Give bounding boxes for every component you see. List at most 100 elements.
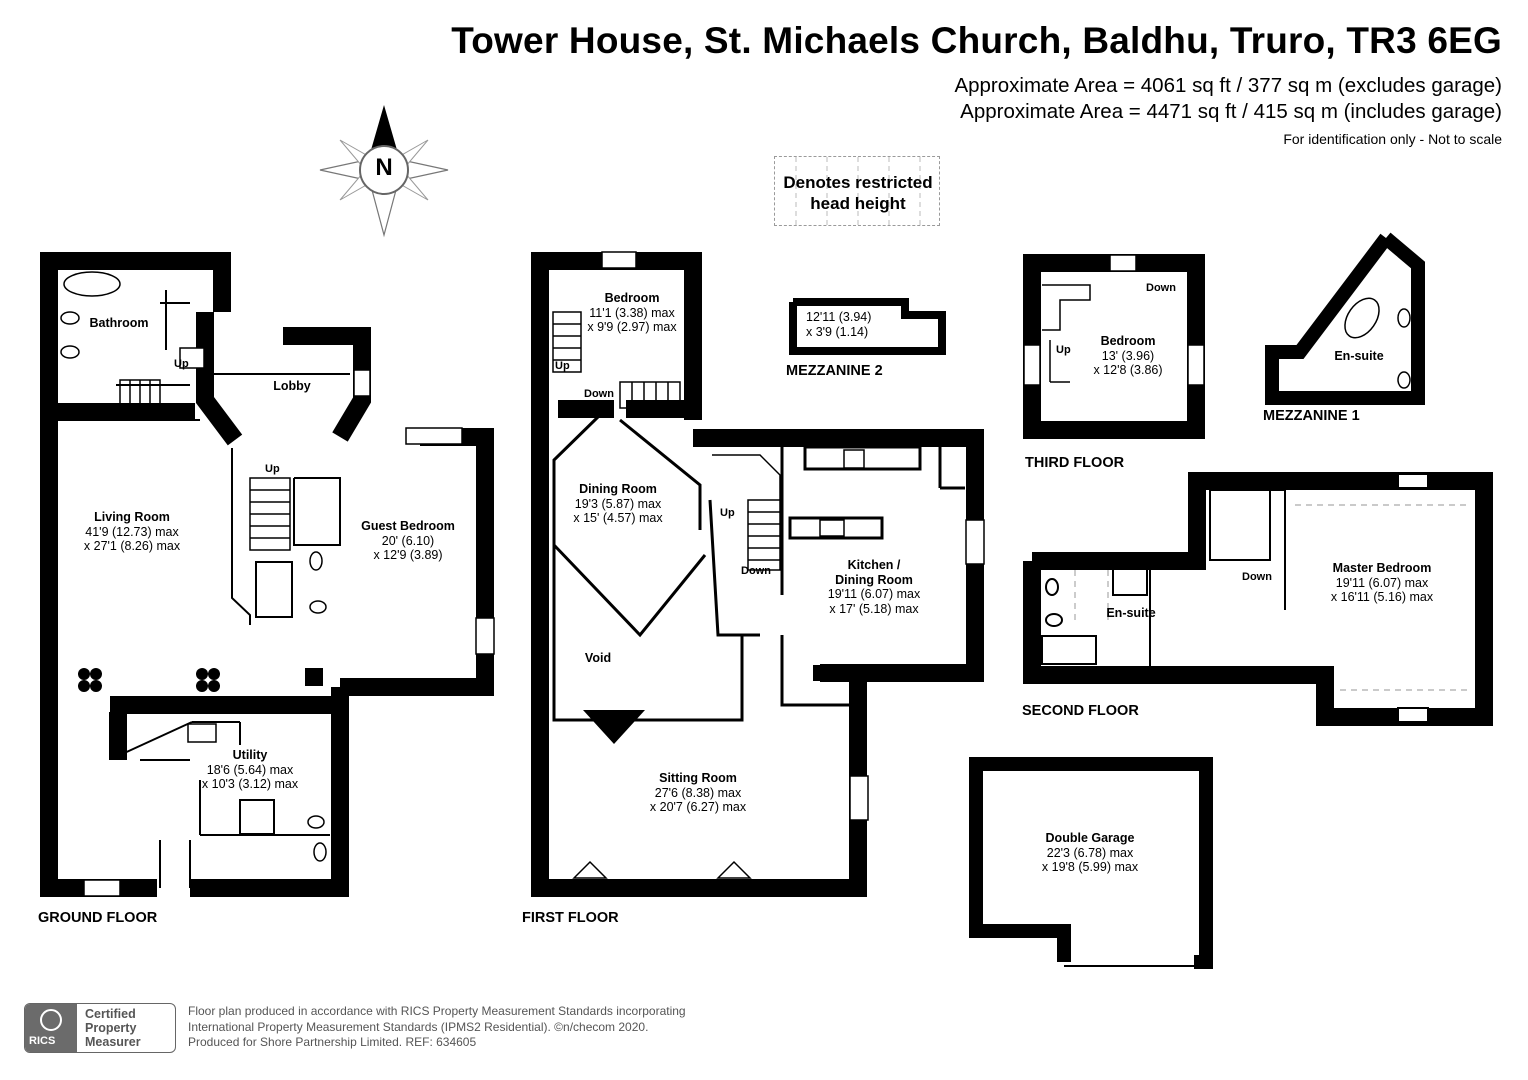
stair-up-label: Up — [720, 507, 735, 519]
room-ensuite-mezzanine: En-suite — [1326, 349, 1392, 364]
room-name: Guest Bedroom — [361, 519, 455, 533]
room-dim-2: x 15' (4.57) max — [573, 511, 663, 525]
stair-up-label: Up — [265, 463, 280, 475]
ground-stairs — [119, 379, 291, 551]
rics-text: RICS — [29, 1035, 56, 1047]
room-dim-2: x 10'3 (3.12) max — [201, 777, 299, 791]
room-name: Living Room — [94, 510, 170, 524]
room-dim-2: x 9'9 (2.97) max — [587, 320, 677, 334]
room-dining: Dining Room 19'3 (5.87) max x 15' (4.57)… — [562, 482, 674, 526]
first-floor-interior — [552, 413, 965, 722]
room-name: Bathroom — [89, 316, 149, 330]
room-dim-1: 22'3 (6.78) max — [1046, 845, 1134, 860]
room-name: Sitting Room — [659, 771, 737, 785]
stair-down-label: Down — [584, 388, 614, 400]
third-floor-interior — [1023, 254, 1205, 386]
room-ensuite-second: En-suite — [1098, 606, 1164, 621]
room-master-bedroom: Master Bedroom 19'11 (6.07) max x 16'11 … — [1326, 561, 1438, 605]
ground-columns — [78, 668, 323, 692]
room-name: Lobby — [273, 379, 311, 393]
room-dim-1: 41'9 (12.73) max — [85, 524, 179, 539]
room-name: En-suite — [1334, 349, 1384, 363]
room-dim-1: 18'6 (5.64) max — [206, 762, 294, 777]
mezzanine-2-label: MEZZANINE 2 — [786, 363, 883, 379]
badge-line-1: Certified — [85, 1007, 136, 1021]
room-void: Void — [572, 651, 624, 666]
room-dim-2: x 3'9 (1.14) — [806, 324, 869, 339]
second-restricted-height — [1074, 504, 1470, 691]
first-stairs — [552, 311, 781, 571]
room-dim-2: x 12'9 (3.89) — [373, 548, 443, 562]
room-dim-1: 19'11 (6.07) max — [1335, 575, 1429, 590]
room-dim-2: x 27'1 (8.26) max — [83, 539, 181, 553]
room-dim-2: x 19'8 (5.99) max — [1041, 860, 1139, 874]
room-sitting: Sitting Room 27'6 (8.38) max x 20'7 (6.2… — [642, 771, 754, 815]
legend-hatch — [795, 157, 921, 225]
second-floor-walls — [1023, 472, 1493, 726]
stair-up-label: Up — [1056, 344, 1071, 356]
stair-down-label: Down — [1146, 282, 1176, 294]
footer-line-3: Produced for Shore Partnership Limited. … — [188, 1035, 477, 1049]
stair-down-label: Down — [741, 565, 771, 577]
area-including-garage: Approximate Area = 4471 sq ft / 415 sq m… — [960, 100, 1502, 123]
first-column — [583, 665, 829, 744]
room-name-2: Dining Room — [835, 572, 913, 587]
scale-disclaimer: For identification only - Not to scale — [1283, 131, 1502, 147]
legend-line-1: Denotes restricted — [783, 173, 933, 192]
footer-line-1: Floor plan produced in accordance with R… — [188, 1004, 686, 1018]
area-excluding-garage: Approximate Area = 4061 sq ft / 377 sq m… — [954, 74, 1502, 97]
rics-logo: RICS — [25, 1004, 77, 1052]
ground-floor-label: GROUND FLOOR — [38, 910, 158, 926]
mezzanine-1-label: MEZZANINE 1 — [1263, 408, 1360, 424]
room-name: Dining Room — [579, 482, 657, 496]
room-mezzanine-2: 12'11 (3.94) x 3'9 (1.14) — [806, 310, 896, 339]
stair-up-label: Up — [174, 358, 189, 370]
room-dim-1: 11'1 (3.38) max — [589, 305, 675, 320]
room-name: Kitchen / — [847, 558, 901, 572]
room-dim-1: 12'11 (3.94) — [806, 310, 872, 324]
footer-line-2: International Property Measurement Stand… — [188, 1019, 649, 1034]
room-dim-1: 13' (3.96) — [1101, 348, 1155, 363]
mezzanine-1-fixtures — [1344, 297, 1411, 389]
room-name: Utility — [232, 748, 268, 762]
badge-line-3: Measurer — [85, 1035, 141, 1049]
room-dim-1: 19'3 (5.87) max — [574, 496, 662, 511]
stair-up-label: Up — [555, 360, 570, 372]
stair-down-label: Down — [1242, 571, 1272, 583]
restricted-height-legend: Denotes restricted head height — [774, 156, 940, 226]
third-floor-label: THIRD FLOOR — [1025, 455, 1125, 471]
compass-north-letter: N — [375, 154, 393, 181]
room-name: Double Garage — [1045, 831, 1135, 845]
room-dim-2: x 17' (5.18) max — [829, 601, 919, 616]
footer-notes: Floor plan produced in accordance with R… — [188, 1004, 686, 1051]
room-double-garage: Double Garage 22'3 (6.78) max x 19'8 (5.… — [1034, 831, 1146, 875]
first-floor-label: FIRST FLOOR — [522, 910, 619, 926]
room-dim-1: 19'11 (6.07) max — [827, 587, 921, 601]
room-bathroom: Bathroom — [76, 316, 162, 331]
room-name: Bedroom — [1100, 334, 1156, 348]
room-dim-2: x 16'11 (5.16) max — [1330, 590, 1434, 604]
room-name: Master Bedroom — [1332, 561, 1432, 575]
room-name: Void — [584, 651, 612, 665]
ground-floor-walls — [40, 252, 494, 897]
rics-certified-badge: RICS Certified Property Measurer — [24, 1003, 176, 1053]
room-lobby: Lobby — [252, 379, 332, 394]
garage-walls — [969, 757, 1213, 969]
mezzanine-1-walls — [1265, 232, 1425, 405]
room-bedroom-third: Bedroom 13' (3.96) x 12'8 (3.86) — [1080, 334, 1176, 378]
room-name: Bedroom — [604, 291, 660, 305]
room-utility: Utility 18'6 (5.64) max x 10'3 (3.12) ma… — [194, 748, 306, 792]
room-bedroom-first: Bedroom 11'1 (3.38) max x 9'9 (2.97) max — [576, 291, 688, 335]
room-dim-1: 27'6 (8.38) max — [654, 785, 742, 800]
mezzanine-2-walls — [789, 298, 946, 355]
legend-line-2: head height — [810, 194, 906, 213]
ground-fixtures — [60, 271, 495, 897]
badge-line-2: Property — [85, 1021, 137, 1035]
second-floor-label: SECOND FLOOR — [1022, 703, 1139, 719]
room-dim-2: x 20'7 (6.27) max — [649, 800, 747, 814]
property-title: Tower House, St. Michaels Church, Baldhu… — [451, 20, 1502, 61]
room-kitchen-dining: Kitchen / Dining Room 19'11 (6.07) max x… — [818, 558, 930, 616]
rics-emblem-icon — [40, 1009, 62, 1031]
first-fixtures — [572, 251, 985, 879]
